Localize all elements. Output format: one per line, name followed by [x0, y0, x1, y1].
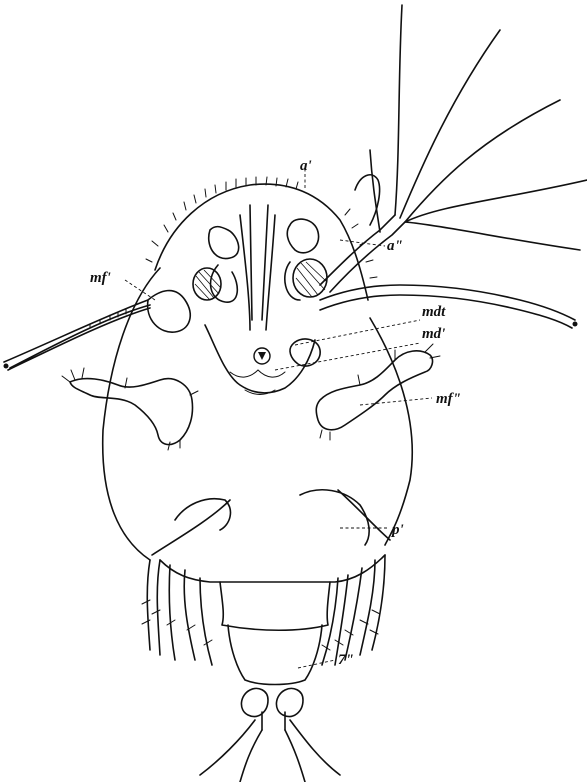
- label-a1: a': [300, 158, 312, 174]
- left-eye-organ: [209, 227, 239, 303]
- label-md: md': [422, 326, 445, 342]
- label-p2: 7": [338, 652, 354, 668]
- mouth-triangle: [258, 352, 266, 360]
- antenna-1-right-inner: [320, 295, 572, 328]
- antenna-1-left: [4, 300, 150, 370]
- labrum: [205, 325, 315, 393]
- thoracic-limbs-right: [322, 555, 385, 665]
- leader-p2: [298, 660, 335, 668]
- head-shield: [155, 184, 368, 300]
- caudal-setae: [200, 720, 340, 782]
- mf-left-limb: [70, 379, 193, 445]
- lateral-process-right: [300, 490, 369, 545]
- mf-right-limb: [316, 351, 432, 430]
- leader-mdt: [295, 320, 420, 345]
- label-mf2: mf": [436, 391, 461, 407]
- abdomen: [160, 555, 385, 582]
- label-mf1: mf': [90, 270, 111, 286]
- thoracic-limbs-left: [147, 560, 212, 665]
- leader-mf2: [360, 398, 432, 405]
- abdomen-segment-lines: [220, 582, 330, 685]
- label-mdt: mdt: [422, 304, 446, 320]
- right-eye: [293, 259, 327, 297]
- label-a2: a": [387, 238, 403, 254]
- lateral-process-left: [175, 499, 230, 530]
- antenna-base-left: [148, 291, 191, 333]
- rostrum: [240, 205, 275, 330]
- mf-right-limb-setae: [320, 344, 440, 440]
- antenna-2-right-setae: [370, 5, 587, 250]
- label-p1: p': [390, 522, 404, 538]
